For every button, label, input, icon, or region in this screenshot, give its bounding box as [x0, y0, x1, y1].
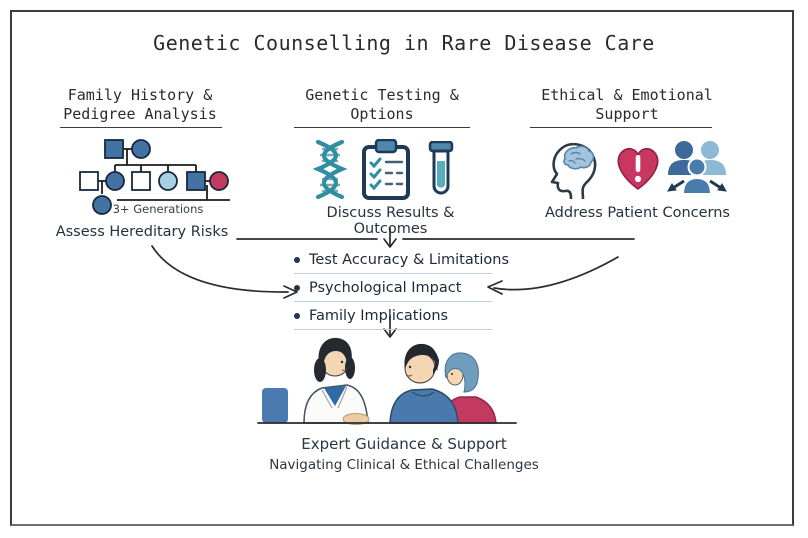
bullet-icon: [294, 312, 300, 319]
pedigree-chart-icon: [79, 139, 230, 215]
caption-assess-hereditary-risks: Assess Hereditary Risks: [55, 224, 229, 240]
considerations-list: Test Accuracy & Limitations Psychologica…: [294, 246, 509, 330]
header-rule-left: [60, 127, 222, 128]
outer-border: [10, 10, 794, 526]
pedigree-generations-note: 3+ Generations: [112, 202, 204, 216]
column-header-family-history: Family History & Pedigree Analysis: [63, 86, 217, 123]
footer-expert-guidance: Expert Guidance & Support: [301, 435, 507, 453]
head-brain-icon: [550, 142, 597, 200]
dna-helix-icon: [312, 139, 348, 200]
list-item: Family Implications: [294, 302, 492, 330]
bullet-icon: [294, 256, 300, 263]
family-group-icon: [667, 141, 727, 195]
caption-address-concerns: Address Patient Concerns: [545, 205, 730, 221]
list-item: Psychological Impact: [294, 274, 492, 302]
counselling-session-illustration: [257, 337, 517, 425]
column-header-ethical-support: Ethical & Emotional Support: [541, 86, 713, 123]
header-rule-middle: [294, 127, 470, 128]
page-title: Genetic Counselling in Rare Disease Care: [153, 31, 655, 55]
list-item: Test Accuracy & Limitations: [294, 246, 509, 274]
header-rule-right: [530, 127, 712, 128]
footer-navigating-challenges: Navigating Clinical & Ethical Challenges: [269, 457, 539, 473]
checklist-clipboard-icon: [362, 139, 410, 200]
column-header-genetic-testing: Genetic Testing & Options: [305, 86, 459, 123]
test-tube-icon: [428, 141, 454, 195]
bullet-icon: [294, 284, 300, 291]
heart-alert-icon: [617, 147, 659, 190]
